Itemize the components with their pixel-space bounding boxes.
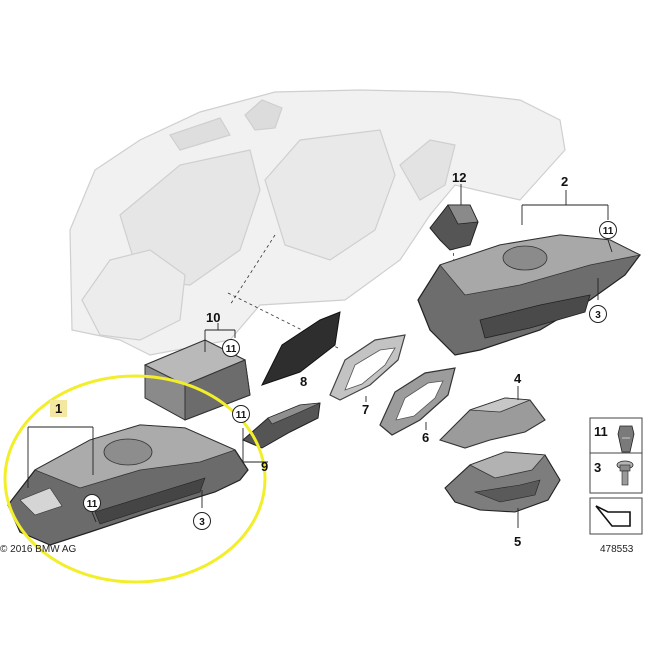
dashboard-outline — [69, 89, 566, 356]
callout-8[interactable]: 8 — [300, 374, 307, 389]
callout-11-part10[interactable]: 11 — [222, 339, 240, 357]
callout-3-part2[interactable]: 3 — [589, 305, 607, 323]
callout-11-part1[interactable]: 11 — [83, 494, 101, 512]
callout-1[interactable]: 1 — [55, 401, 62, 416]
callout-11-part1-label: 11 — [87, 499, 98, 510]
callout-11-part9[interactable]: 11 — [232, 405, 250, 423]
legend-arrow-box — [589, 497, 643, 535]
callout-12[interactable]: 12 — [452, 170, 466, 185]
part-10-module — [143, 339, 251, 421]
part-1-lower-panel — [7, 424, 249, 546]
callout-11-part2[interactable]: 11 — [599, 221, 617, 239]
screw-icon — [616, 460, 634, 486]
callout-3-part1[interactable]: 3 — [193, 512, 211, 530]
legend-3-number: 3 — [594, 460, 601, 475]
callout-3-part2-label: 3 — [595, 310, 601, 321]
leader-lines — [27, 184, 613, 528]
callout-7[interactable]: 7 — [362, 402, 369, 417]
legend-11-number: 11 — [594, 424, 608, 439]
legend-item-3[interactable]: 3 — [589, 452, 643, 494]
callout-10[interactable]: 10 — [206, 310, 220, 325]
callout-5[interactable]: 5 — [514, 534, 521, 549]
callout-11-part9-label: 11 — [236, 410, 247, 421]
callout-11-part10-label: 11 — [226, 344, 237, 355]
part-6-ring-trim — [379, 367, 456, 436]
clip-icon — [617, 425, 635, 453]
part-4-column-cover — [438, 397, 546, 449]
diagram-id: 478553 — [600, 544, 634, 555]
arrow-symbol-icon — [595, 505, 631, 527]
callout-3-part1-label: 3 — [199, 517, 205, 528]
part-2-lower-panel — [417, 234, 642, 356]
part-8-trim-panel — [261, 311, 341, 386]
callout-1-highlight — [50, 400, 67, 417]
part-5-column-cover — [444, 451, 561, 513]
part-12-bracket — [429, 204, 479, 251]
part-7-ring-trim — [329, 334, 406, 401]
part-9-strip-panel — [242, 402, 321, 449]
highlight-ellipse — [3, 374, 267, 584]
callout-4[interactable]: 4 — [514, 371, 522, 386]
copyright-text: © 2016 BMW AG — [0, 544, 77, 555]
callout-9[interactable]: 9 — [261, 459, 268, 474]
callout-6[interactable]: 6 — [422, 430, 429, 445]
callout-2[interactable]: 2 — [561, 174, 568, 189]
callout-11-part2-label: 11 — [603, 226, 614, 237]
